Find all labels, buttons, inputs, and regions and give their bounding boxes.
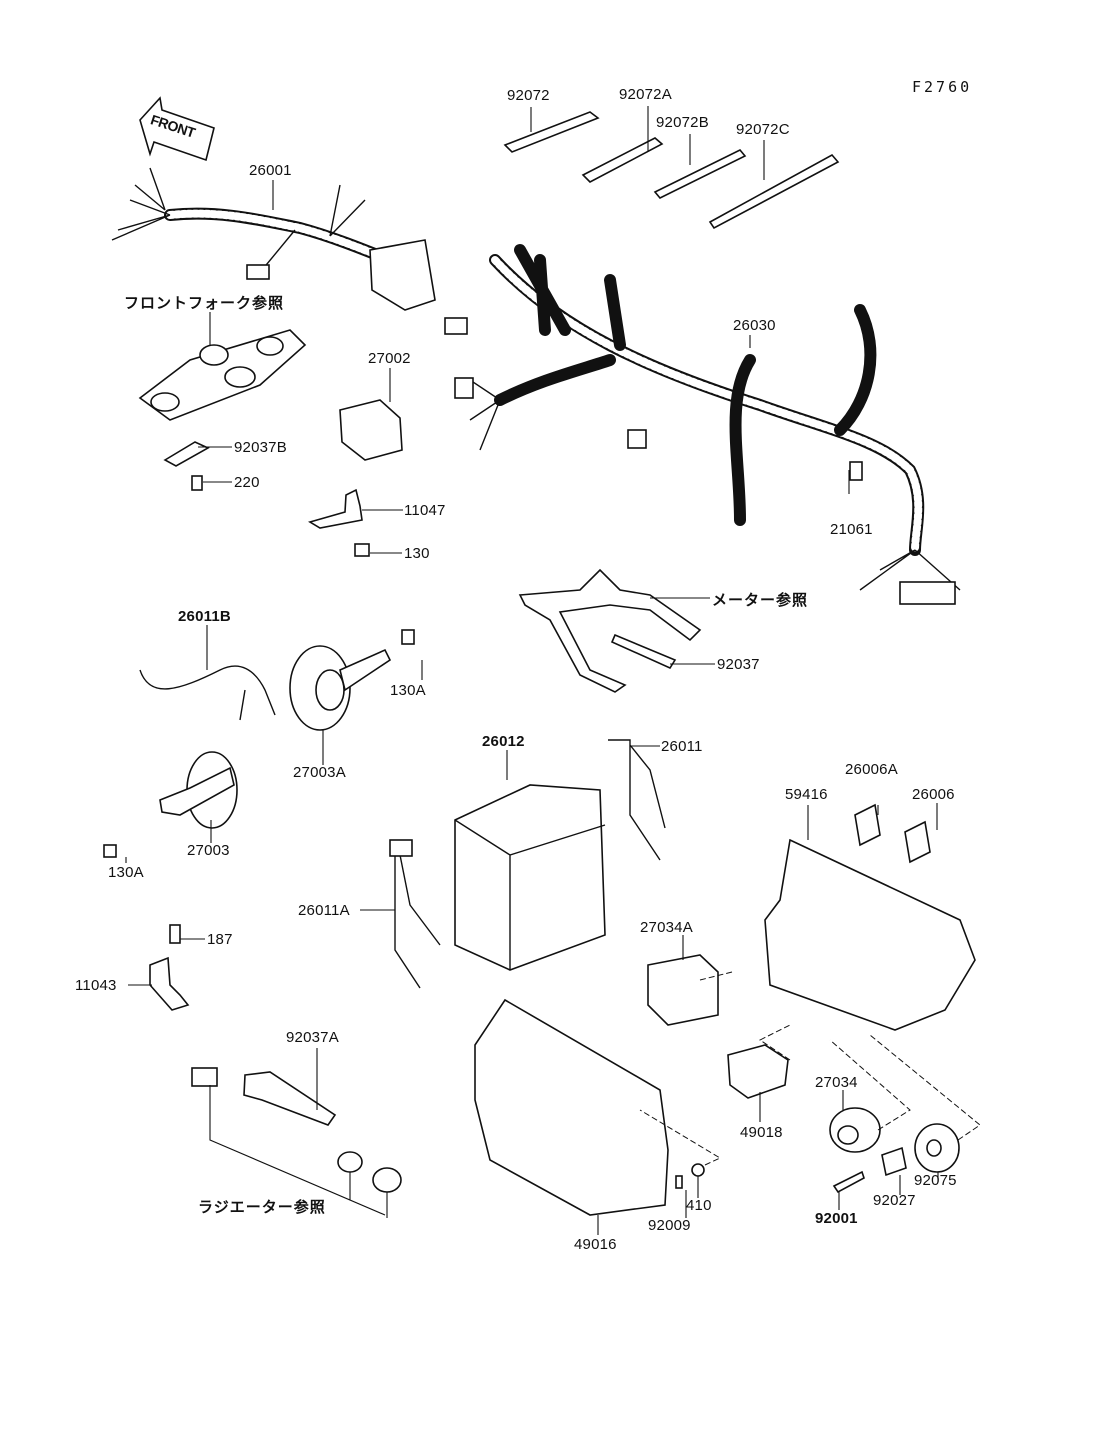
bracket-11047 <box>308 488 370 557</box>
leader-lines <box>125 106 981 1235</box>
part-label-26001[interactable]: 26001 <box>249 162 292 179</box>
horn-27003A <box>289 645 392 731</box>
part-label-26012[interactable]: 26012 <box>482 733 525 750</box>
horn-lead-26011B <box>139 665 276 721</box>
part-label-59416[interactable]: 59416 <box>785 786 828 803</box>
part-label-92009[interactable]: 92009 <box>648 1217 691 1234</box>
flasher-49018 <box>727 1044 789 1099</box>
part-label-49018[interactable]: 49018 <box>740 1124 783 1141</box>
part-label-92075[interactable]: 92075 <box>914 1172 957 1189</box>
bracket-11043 <box>149 924 190 1011</box>
part-label-130A-lower[interactable]: 130A <box>108 864 144 881</box>
part-label-49016[interactable]: 49016 <box>574 1236 617 1253</box>
part-label-27003[interactable]: 27003 <box>187 842 230 859</box>
front-harness-26001 <box>111 167 436 311</box>
main-harness-26030 <box>444 244 961 605</box>
part-label-130A-upper[interactable]: 130A <box>390 682 426 699</box>
relay-27002 <box>339 399 403 461</box>
part-label-220[interactable]: 220 <box>234 474 260 491</box>
front-fork-bracket <box>138 329 307 491</box>
part-label-11047[interactable]: 11047 <box>404 502 446 519</box>
part-label-26011A[interactable]: 26011A <box>298 902 350 919</box>
part-label-92072[interactable]: 92072 <box>507 87 550 104</box>
part-label-21061[interactable]: 21061 <box>830 521 873 538</box>
battery-cable-26011A <box>389 839 441 989</box>
part-label-92027[interactable]: 92027 <box>873 1192 916 1209</box>
figure-id: F2760 <box>912 78 973 96</box>
damper-92075 <box>914 1123 960 1173</box>
part-label-11043[interactable]: 11043 <box>75 977 117 994</box>
bolt-130A-upper <box>401 629 415 645</box>
part-label-26011[interactable]: 26011 <box>661 738 703 755</box>
part-label-92072A[interactable]: 92072A <box>619 86 672 103</box>
cover-49016 <box>474 998 705 1216</box>
clamp-92037A <box>191 1067 402 1218</box>
part-label-26011B[interactable]: 26011B <box>178 608 231 625</box>
part-label-27034[interactable]: 27034 <box>815 1074 858 1091</box>
part-label-92072B[interactable]: 92072B <box>656 114 709 131</box>
front-direction-arrow-icon <box>139 96 215 162</box>
part-label-130[interactable]: 130 <box>404 545 430 562</box>
meter-reference: メーター参照 <box>712 592 809 609</box>
part-label-27003A[interactable]: 27003A <box>293 764 346 781</box>
part-label-92072C[interactable]: 92072C <box>736 121 790 138</box>
part-label-27002[interactable]: 27002 <box>368 350 411 367</box>
horn-27003 <box>103 751 238 858</box>
part-label-92001[interactable]: 92001 <box>815 1210 858 1227</box>
part-label-26006A[interactable]: 26006A <box>845 761 898 778</box>
part-label-26030[interactable]: 26030 <box>733 317 776 334</box>
front-fork-reference: フロントフォーク参照 <box>124 295 285 312</box>
relay-27034A <box>647 954 719 1026</box>
radiator-reference: ラジエーター参照 <box>198 1199 326 1216</box>
part-label-26006[interactable]: 26006 <box>912 786 955 803</box>
battery-cable-26011 <box>608 739 666 861</box>
meter-bracket <box>518 568 702 693</box>
part-label-92037A[interactable]: 92037A <box>286 1029 339 1046</box>
part-label-92037B[interactable]: 92037B <box>234 439 287 456</box>
part-label-92037[interactable]: 92037 <box>717 656 760 673</box>
part-label-187[interactable]: 187 <box>207 931 233 948</box>
part-label-27034A[interactable]: 27034A <box>640 919 693 936</box>
bolt-92001 <box>832 1170 865 1194</box>
part-label-410[interactable]: 410 <box>686 1197 712 1214</box>
battery-26012 <box>454 784 606 971</box>
junction-box-59416 <box>764 803 976 1031</box>
collar-92027 <box>881 1146 907 1177</box>
relay-27034 <box>829 1107 881 1153</box>
cable-bands <box>503 111 840 230</box>
